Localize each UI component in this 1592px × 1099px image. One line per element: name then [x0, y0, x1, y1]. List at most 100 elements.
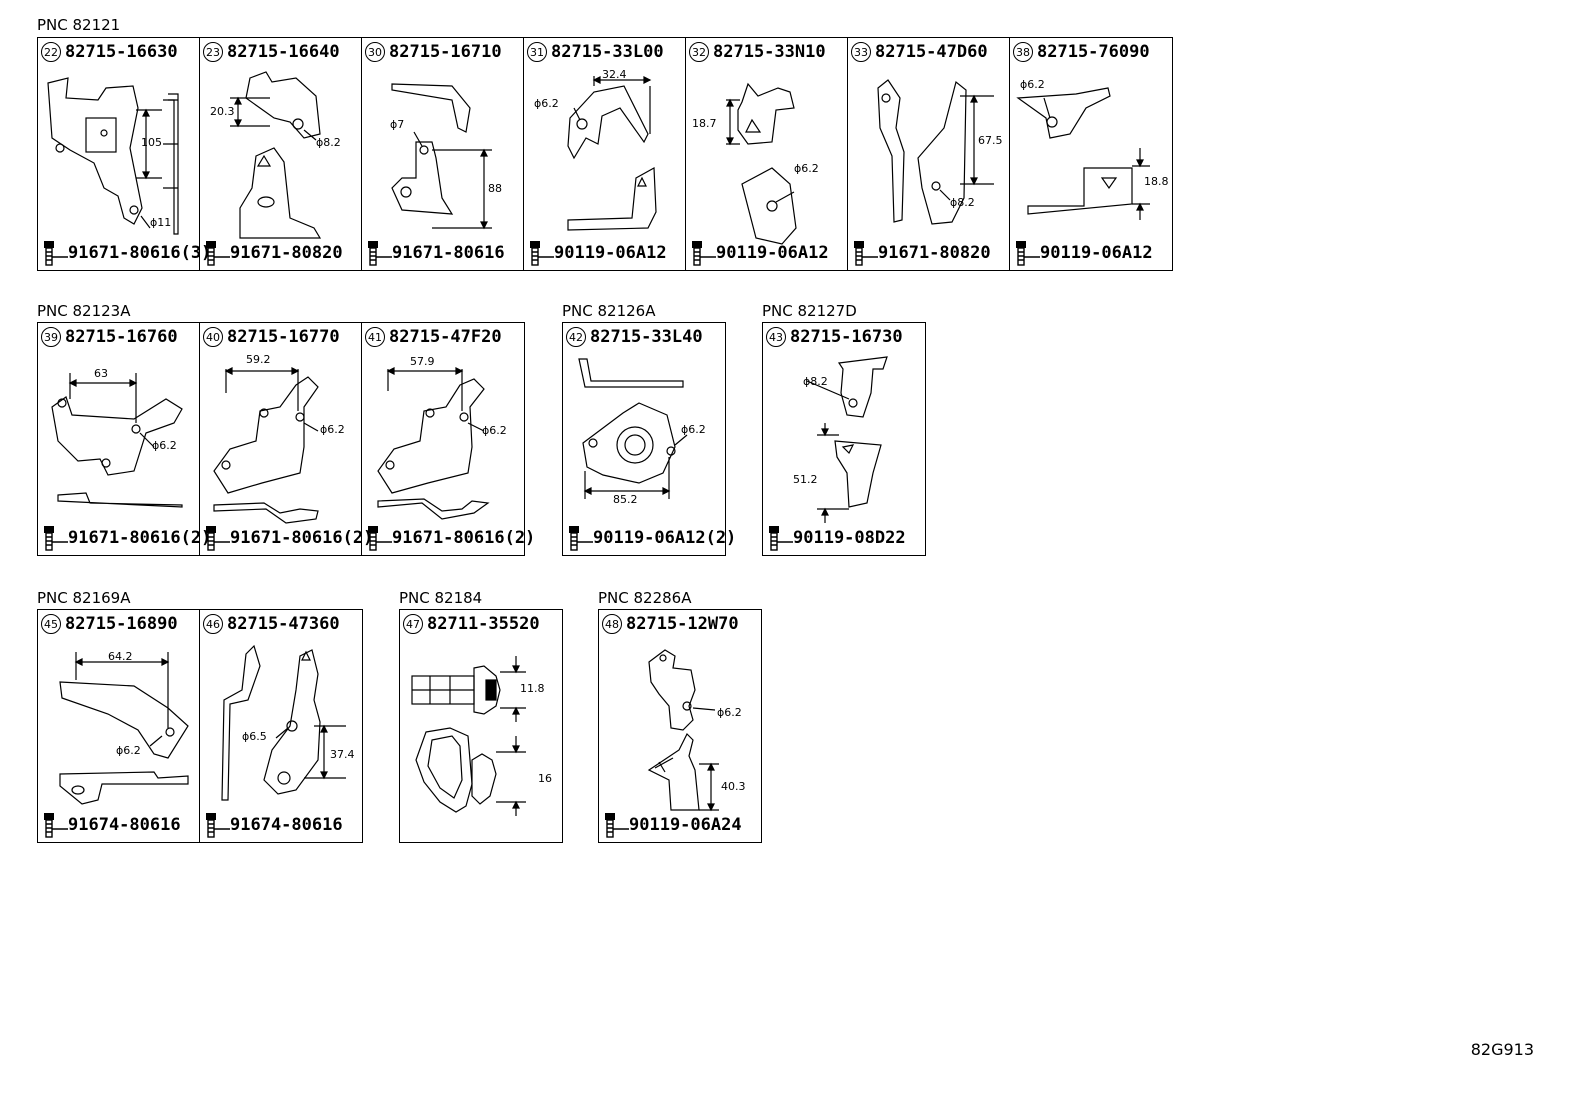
bolt-part-number: 91674-80616	[230, 815, 343, 835]
bolt-icon	[368, 526, 392, 551]
dimension-label: 32.4	[602, 68, 627, 81]
dimension-label: 18.7	[692, 117, 717, 130]
dimension-label: ϕ6.2	[717, 706, 742, 719]
bolt-icon	[692, 241, 716, 266]
bolt-part-number: 90119-06A12(2)	[593, 528, 737, 548]
clip-drawing-icon	[411, 656, 526, 816]
part-number: 82715-33L00	[551, 42, 664, 62]
diagram-code: 82G913	[1470, 1040, 1534, 1059]
callout-number: 40	[203, 327, 223, 347]
dimension-label: ϕ6.2	[794, 162, 819, 175]
dimension-label: ϕ6.2	[152, 439, 177, 452]
bolt-icon	[206, 526, 230, 551]
callout-number: 43	[766, 327, 786, 347]
pnc-label: PNC 82169A	[37, 589, 131, 607]
bracket-drawing-icon	[806, 356, 888, 523]
bracket-drawing-icon	[221, 644, 346, 801]
bolt-icon	[368, 241, 392, 266]
bracket-drawing-icon	[230, 71, 322, 239]
callout-number: 22	[41, 42, 61, 62]
part-number: 82711-35520	[427, 614, 540, 634]
dimension-label: 51.2	[793, 473, 818, 486]
part-number: 82715-16630	[65, 42, 178, 62]
bolt-icon	[206, 241, 230, 266]
bracket-drawing-icon	[578, 358, 688, 499]
dimension-label: ϕ8.2	[803, 375, 828, 388]
dimension-label: 85.2	[613, 493, 638, 506]
dimension-label: ϕ7	[390, 118, 405, 131]
callout-number: 31	[527, 42, 547, 62]
dimension-label: 37.4	[330, 748, 355, 761]
bolt-icon	[569, 526, 593, 551]
bolt-part-number: 90119-06A24	[629, 815, 742, 835]
bolt-part-number: 90119-06A12	[716, 243, 829, 263]
part-number: 82715-16760	[65, 327, 178, 347]
part-number: 82715-33L40	[590, 327, 703, 347]
dimension-label: 59.2	[246, 353, 271, 366]
bolt-part-number: 91671-80616(3)	[68, 243, 212, 263]
bolt-callout: 91671-80616(3)	[42, 239, 211, 267]
bolt-callout: 90119-06A12(2)	[567, 524, 736, 552]
bolt-part-number: 91671-80616(2)	[68, 528, 212, 548]
bolt-icon	[605, 813, 629, 838]
bolt-callout: 91671-80616(2)	[204, 524, 373, 552]
bolt-callout: 91671-80820	[204, 239, 343, 267]
bolt-callout: 91671-80616	[366, 239, 505, 267]
bracket-drawing-icon	[213, 367, 319, 524]
part-number: 82715-16710	[389, 42, 502, 62]
dimension-label: ϕ6.2	[482, 424, 507, 437]
bolt-callout: 91671-80616(2)	[366, 524, 535, 552]
dimension-label: ϕ6.2	[320, 423, 345, 436]
bracket-drawing-icon	[877, 79, 994, 225]
pnc-label: PNC 82123A	[37, 302, 131, 320]
bolt-callout: 90119-06A24	[603, 811, 742, 839]
dimension-label: 67.5	[978, 134, 1003, 147]
callout-number: 39	[41, 327, 61, 347]
dimension-label: 63	[94, 367, 108, 380]
part-number: 82715-16770	[227, 327, 340, 347]
callout-number: 23	[203, 42, 223, 62]
pnc-label: PNC 82121	[37, 16, 121, 34]
part-number: 82715-16730	[790, 327, 903, 347]
bracket-drawing-icon	[1016, 87, 1150, 220]
part-number: 82715-16890	[65, 614, 178, 634]
bracket-drawing-icon	[51, 373, 183, 508]
bolt-part-number: 90119-06A12	[1040, 243, 1153, 263]
bracket-drawing-icon	[59, 652, 189, 805]
bolt-icon	[44, 813, 68, 838]
callout-number: 46	[203, 614, 223, 634]
bolt-part-number: 90119-06A12	[554, 243, 667, 263]
bolt-icon	[1016, 241, 1040, 266]
bolt-callout: 91674-80616	[204, 811, 343, 839]
bolt-icon	[44, 526, 68, 551]
